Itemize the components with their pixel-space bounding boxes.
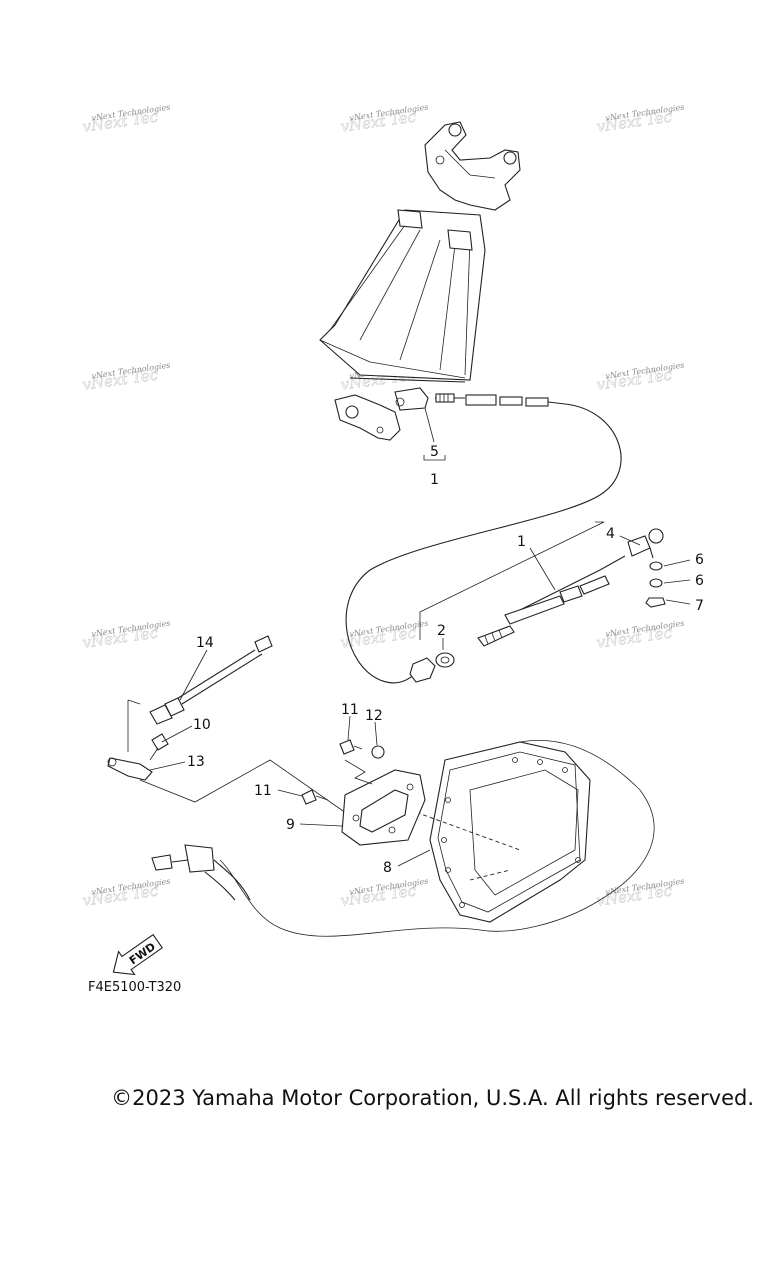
sensor-lead-assembly: [107, 635, 357, 821]
callout-1: 1: [430, 472, 439, 488]
callout-5: 5: [430, 444, 439, 460]
callout-13: 13: [187, 754, 205, 770]
callout-12: 12: [365, 708, 383, 724]
copyright-notice: ©2023 Yamaha Motor Corporation, U.S.A. A…: [111, 1086, 754, 1110]
jet-nozzle-assembly: [319, 121, 521, 441]
callout-4: 4: [606, 526, 615, 542]
parts-diagram: vNext Tec vNext Technologies vNext Tec v…: [81, 103, 704, 995]
callout-9: 9: [286, 817, 295, 833]
callout-11: 11: [341, 702, 359, 718]
fwd-arrow-icon: FWD: [112, 933, 164, 976]
callouts: 5 1 1 4 6 6 7 2 14 10 13 11 12 11 9 8: [187, 444, 704, 876]
leader-lines: [149, 407, 691, 867]
callout-6: 6: [695, 573, 704, 589]
shift-cable-lower: [409, 528, 666, 683]
callout-6: 6: [695, 552, 704, 568]
callout-1: 1: [517, 534, 526, 550]
callout-11: 11: [254, 783, 272, 799]
callout-14: 14: [196, 635, 214, 651]
diagram-code: F4E5100-T320: [88, 980, 181, 995]
callout-7: 7: [695, 598, 704, 614]
callout-8: 8: [383, 860, 392, 876]
callout-10: 10: [193, 717, 211, 733]
control-box-assembly: [151, 739, 655, 937]
callout-2: 2: [437, 623, 446, 639]
shift-cable-upper: [345, 393, 622, 684]
